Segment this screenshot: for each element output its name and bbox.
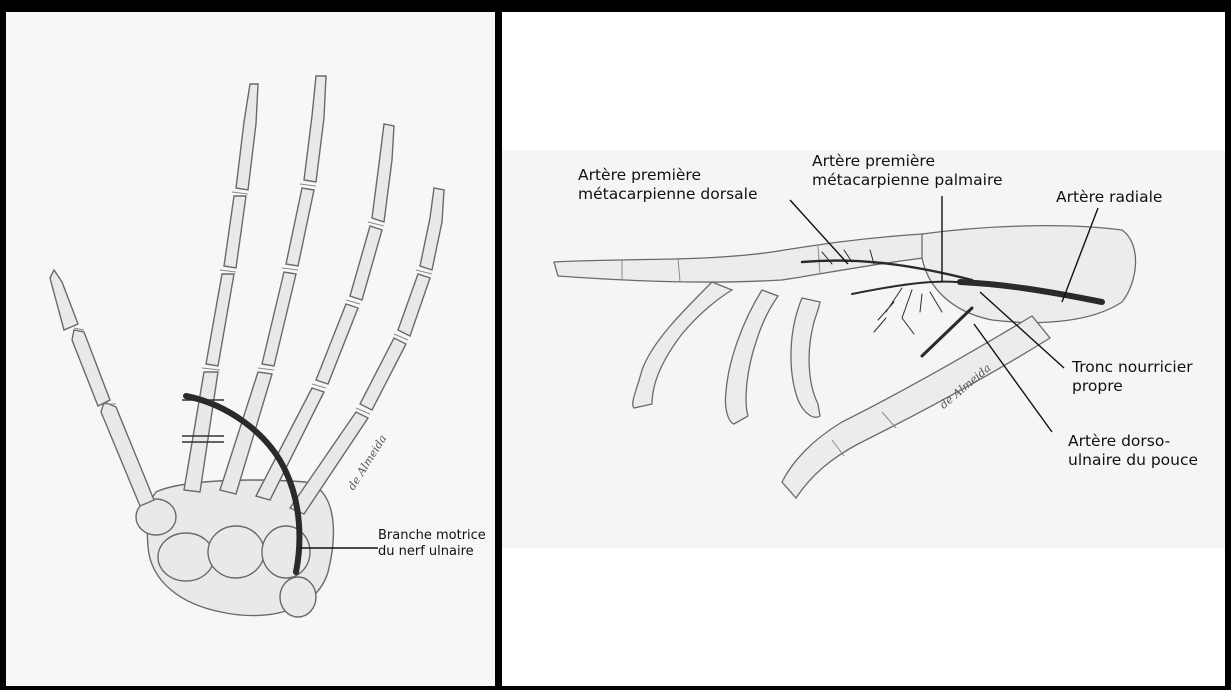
label-first-dorsal-line1: Artère première [578, 166, 758, 185]
hand-arteries-panel: Artère première métacarpienne dorsale Ar… [502, 12, 1225, 686]
thumb-proximal-phalanx [72, 330, 110, 406]
lunate-bone [208, 526, 264, 578]
triquetrum-bone [262, 526, 310, 578]
middle-finger-bones [633, 282, 732, 408]
hand-skeleton-panel: Branche motrice du nerf ulnaire de Almei… [6, 12, 495, 686]
little-middle-phalanx [398, 274, 430, 336]
label-nutrient-line2: propre [1072, 377, 1193, 396]
label-motor-branch-line2: du nerf ulnaire [378, 544, 486, 560]
index-distal-phalanx [236, 84, 258, 190]
scaphoid-bone [158, 533, 214, 581]
thumb-bones [554, 234, 924, 282]
index-proximal-phalanx [206, 274, 234, 366]
ring-distal-phalanx [372, 124, 394, 222]
hand-skeleton-drawing [6, 12, 495, 686]
middle-proximal-phalanx [262, 272, 296, 366]
little-proximal-phalanx [360, 338, 406, 410]
label-first-palmar-metacarpal-artery: Artère première métacarpienne palmaire [812, 152, 1003, 191]
thumb-distal-phalanx [50, 270, 78, 330]
thumb-metacarpal [101, 402, 154, 506]
label-nutrient-trunk: Tronc nourricier propre [1072, 358, 1193, 397]
ring-finger-bones [725, 290, 778, 424]
index-finger-bones [782, 316, 1050, 498]
ring-proximal-phalanx [316, 304, 358, 384]
label-dorso-ulnar-line1: Artère dorso- [1068, 432, 1198, 451]
label-nutrient-line1: Tronc nourricier [1072, 358, 1193, 377]
middle-metacarpal [220, 372, 272, 494]
label-radial-line1: Artère radiale [1056, 188, 1162, 207]
hand-lateral-drawing [502, 12, 1225, 686]
index-metacarpal [184, 372, 218, 492]
label-motor-branch: Branche motrice du nerf ulnaire [378, 528, 486, 561]
little-distal-phalanx [420, 188, 444, 270]
dorso-ulnar-thumb-vessel [922, 308, 972, 356]
label-dorso-ulnar-thumb-artery: Artère dorso- ulnaire du pouce [1068, 432, 1198, 471]
middle-middle-phalanx [286, 188, 314, 266]
little-finger-bones [791, 298, 820, 417]
label-first-dorsal-metacarpal-artery: Artère première métacarpienne dorsale [578, 166, 758, 205]
label-first-palmar-line2: métacarpienne palmaire [812, 171, 1003, 190]
label-first-palmar-line1: Artère première [812, 152, 1003, 171]
middle-distal-phalanx [304, 76, 326, 182]
ring-middle-phalanx [350, 226, 382, 300]
index-middle-phalanx [224, 196, 246, 268]
label-dorso-ulnar-line2: ulnaire du pouce [1068, 451, 1198, 470]
label-motor-branch-line1: Branche motrice [378, 528, 486, 544]
label-first-dorsal-line2: métacarpienne dorsale [578, 185, 758, 204]
label-radial-artery: Artère radiale [1056, 188, 1162, 207]
carpal-block [922, 226, 1136, 323]
pisiform-bone [280, 577, 316, 617]
